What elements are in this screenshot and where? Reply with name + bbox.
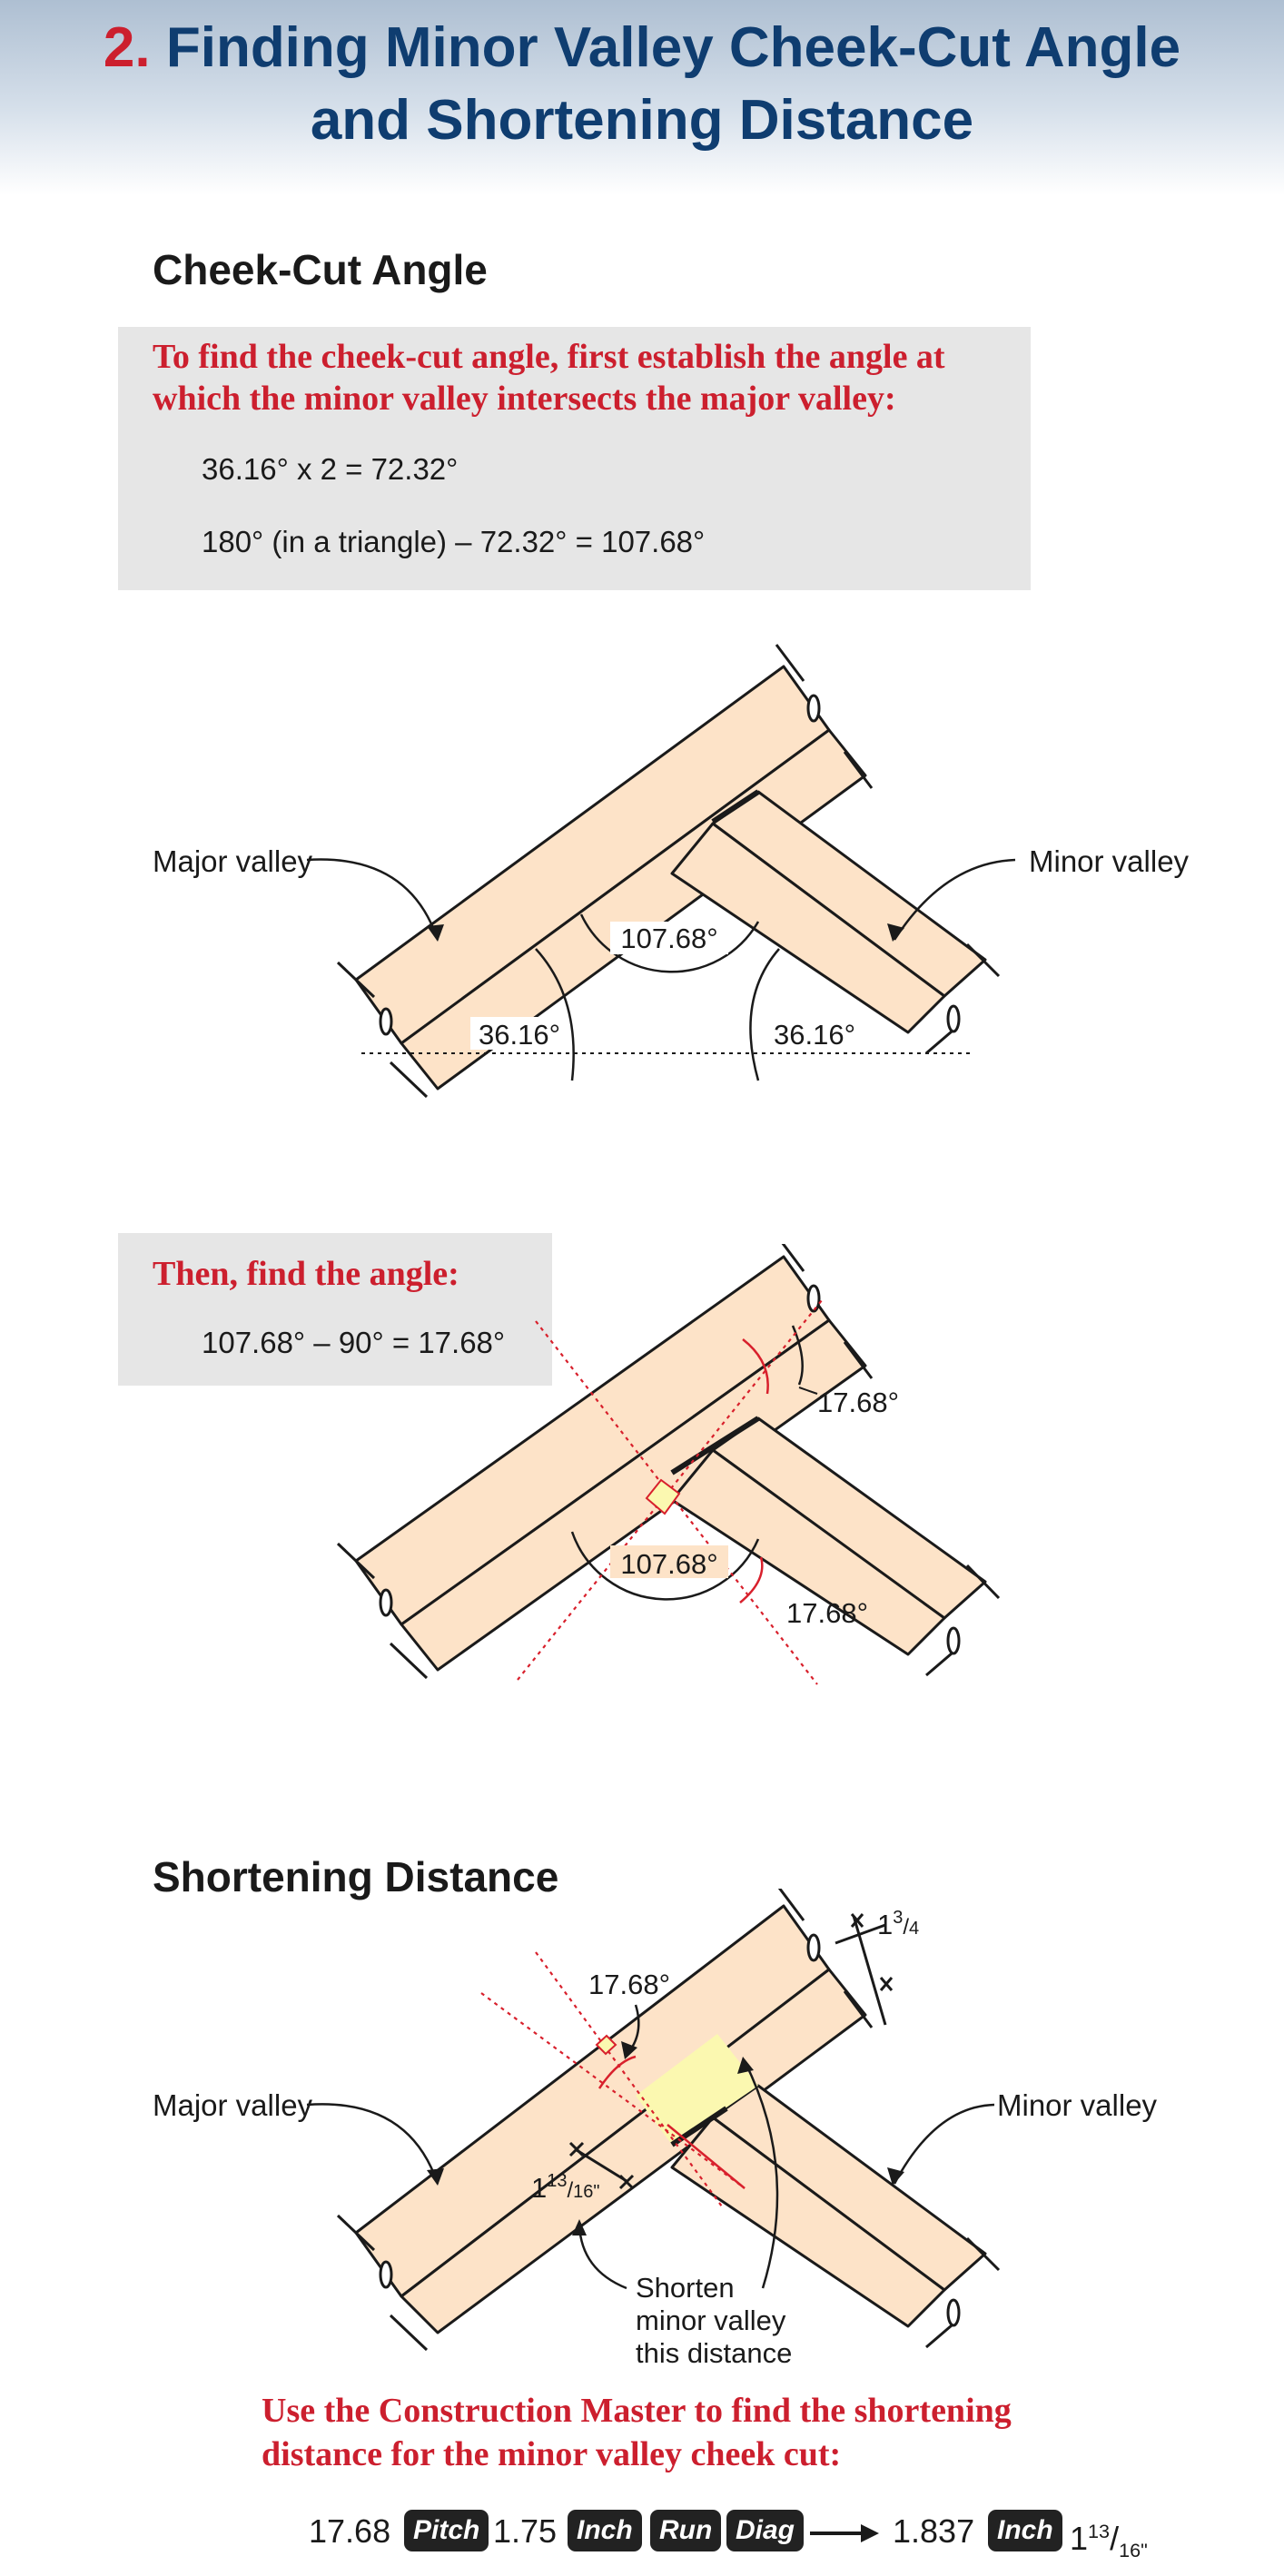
shortening-angle-label: 17.68° xyxy=(588,1969,670,2000)
intro-box xyxy=(118,327,1031,590)
angle-label-center: 107.68° xyxy=(620,923,717,954)
note-line3: this distance xyxy=(636,2337,792,2369)
equation-2: 180° (in a triangle) – 72.32° = 107.68° xyxy=(202,525,706,558)
cheek-cut-heading: Cheek-Cut Angle xyxy=(153,246,488,293)
shortening-distance-label: 113/16" xyxy=(531,2171,600,2204)
intro-line2: which the minor valley intersects the ma… xyxy=(153,380,896,418)
then-box xyxy=(118,1233,552,1386)
arrow-icon xyxy=(810,2524,879,2542)
header-banner: 2. Finding Minor Valley Cheek-Cut Angle … xyxy=(0,0,1284,195)
note-line2: minor valley xyxy=(636,2305,786,2336)
shortening-distance-diagram: 17.68° 13/4 113/16" Major valley Minor v… xyxy=(153,1889,1158,2369)
minor-valley-label: Minor valley xyxy=(1029,844,1190,878)
calc-value-1: 17.68 xyxy=(309,2512,391,2550)
instruction-line2: distance for the minor valley cheek cut: xyxy=(262,2435,842,2473)
angle-label-right: 36.16° xyxy=(774,1019,855,1051)
then-equation: 107.68° – 90° = 17.68° xyxy=(202,1326,506,1359)
minor-valley-board-lower xyxy=(670,822,946,1034)
valley-intersection-diagram: 107.68° 36.16° 36.16° Major valley Minor… xyxy=(153,644,1190,1099)
page-title-line2: and Shortening Distance xyxy=(310,89,974,152)
calc-value-2: 1.75 xyxy=(493,2512,558,2550)
shortening-heading: Shortening Distance xyxy=(153,1853,559,1900)
inch-key: Inch xyxy=(568,2510,642,2551)
angle-label-bottom-right: 17.68° xyxy=(786,1597,868,1629)
title-text-1: Finding Minor Valley Cheek-Cut Angle xyxy=(165,16,1181,79)
angle-label-top-right: 17.68° xyxy=(817,1387,899,1418)
instruction-line1: Use the Construction Master to find the … xyxy=(262,2392,1012,2430)
inch-key-2: Inch xyxy=(988,2510,1062,2551)
cheek-angle-diagram: 17.68° 107.68° 17.68° xyxy=(336,1244,1001,1685)
then-heading: Then, find the angle: xyxy=(153,1255,459,1293)
angle-label-center-2: 107.68° xyxy=(620,1548,717,1580)
diag-key: Diag xyxy=(726,2510,805,2551)
run-key: Run xyxy=(650,2510,722,2551)
board-width-label: 13/4 xyxy=(877,1908,919,1940)
intro-line1: To find the cheek-cut angle, first estab… xyxy=(153,338,945,376)
major-valley-label: Major valley xyxy=(153,844,313,878)
major-valley-label-2: Major valley xyxy=(153,2088,313,2122)
equation-1: 36.16° x 2 = 72.32° xyxy=(202,452,459,486)
pitch-key: Pitch xyxy=(404,2510,489,2551)
angle-label-left: 36.16° xyxy=(479,1019,560,1051)
note-line1: Shorten xyxy=(636,2272,735,2304)
page-title-line1: 2. Finding Minor Valley Cheek-Cut Angle xyxy=(0,16,1284,80)
section-number: 2. xyxy=(103,16,151,79)
minor-valley-label-2: Minor valley xyxy=(997,2088,1158,2122)
calc-result-fraction: 113/16" xyxy=(1070,2520,1148,2562)
calc-result-decimal: 1.837 xyxy=(893,2512,975,2550)
